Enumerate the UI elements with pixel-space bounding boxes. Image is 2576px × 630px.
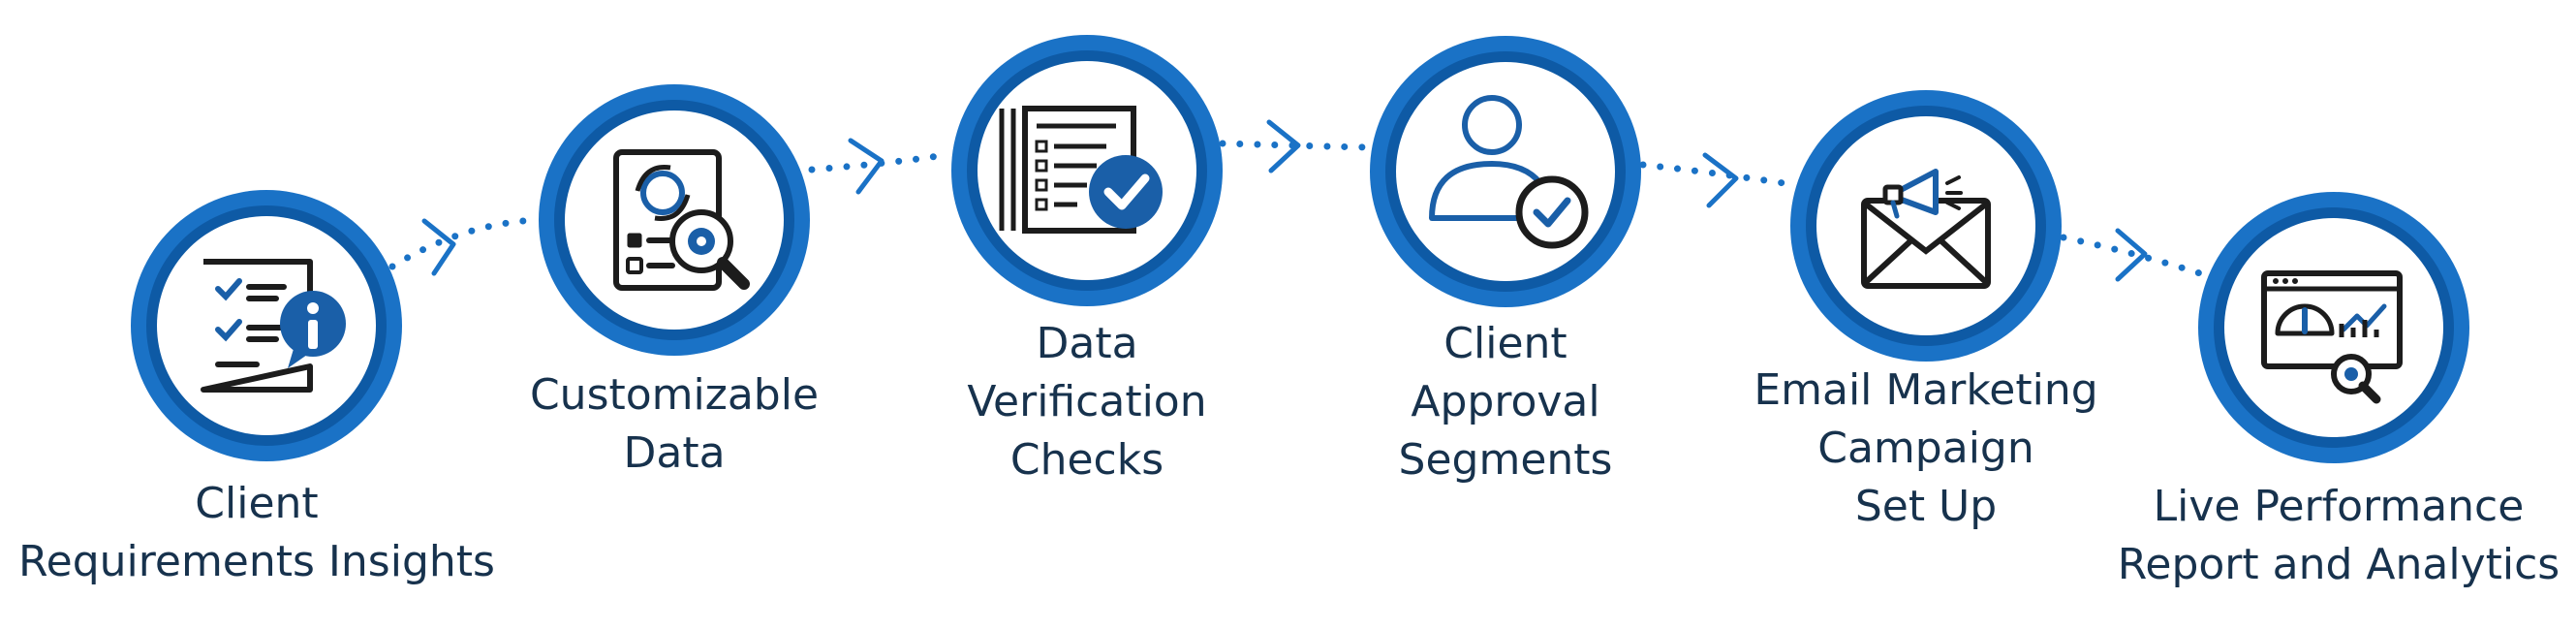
step-label-3-line-1: Data (1036, 319, 1138, 368)
step-label-3-line-3: Checks (1009, 435, 1164, 485)
step-label-4-line-2: Approval (1411, 377, 1600, 426)
step-label-4-line-1: Client (1443, 319, 1567, 368)
step-label-4: Client Approval Segments (1312, 315, 1699, 489)
step-label-3: Data Verification Checks (893, 315, 1281, 489)
connector-1-2 (388, 217, 527, 276)
connector-2-3 (808, 138, 948, 195)
step-label-4-line-3: Segments (1398, 435, 1613, 485)
megaphone-envelope-icon (1861, 169, 1991, 289)
step-circle-2 (539, 84, 810, 356)
connector-5-6 (2060, 228, 2213, 282)
step-label-1: Client Requirements Insights (0, 475, 513, 591)
dashboard-analytics-icon (2261, 270, 2403, 404)
step-label-6: Live Performance Report and Analytics (2111, 478, 2566, 594)
step-label-6-line-2: Report and Analytics (2117, 540, 2560, 589)
step-label-5-line-1: Email Marketing (1754, 365, 2098, 415)
step-label-5: Email Marketing Campaign Set Up (1713, 362, 2139, 536)
step-label-5-line-3: Set Up (1854, 482, 1998, 531)
step-label-2: Customizable Data (481, 366, 868, 483)
connector-4-5 (1639, 152, 1794, 208)
step-label-1-line-2: Requirements Insights (18, 537, 495, 586)
step-circle-4 (1370, 36, 1641, 307)
step-label-3-line-2: Verification (967, 377, 1207, 426)
step-label-2-line-2: Data (623, 428, 726, 478)
checklist-info-icon (201, 259, 346, 393)
checklist-verified-icon (999, 106, 1163, 234)
user-approved-icon (1429, 95, 1589, 249)
step-label-2-line-1: Customizable (529, 370, 820, 420)
connector-3-4 (1219, 119, 1370, 173)
step-label-5-line-2: Campaign (1817, 424, 2034, 473)
step-label-1-line-1: Client (195, 479, 319, 528)
document-gear-search-icon (613, 149, 750, 291)
step-label-6-line-1: Live Performance (2153, 482, 2525, 531)
